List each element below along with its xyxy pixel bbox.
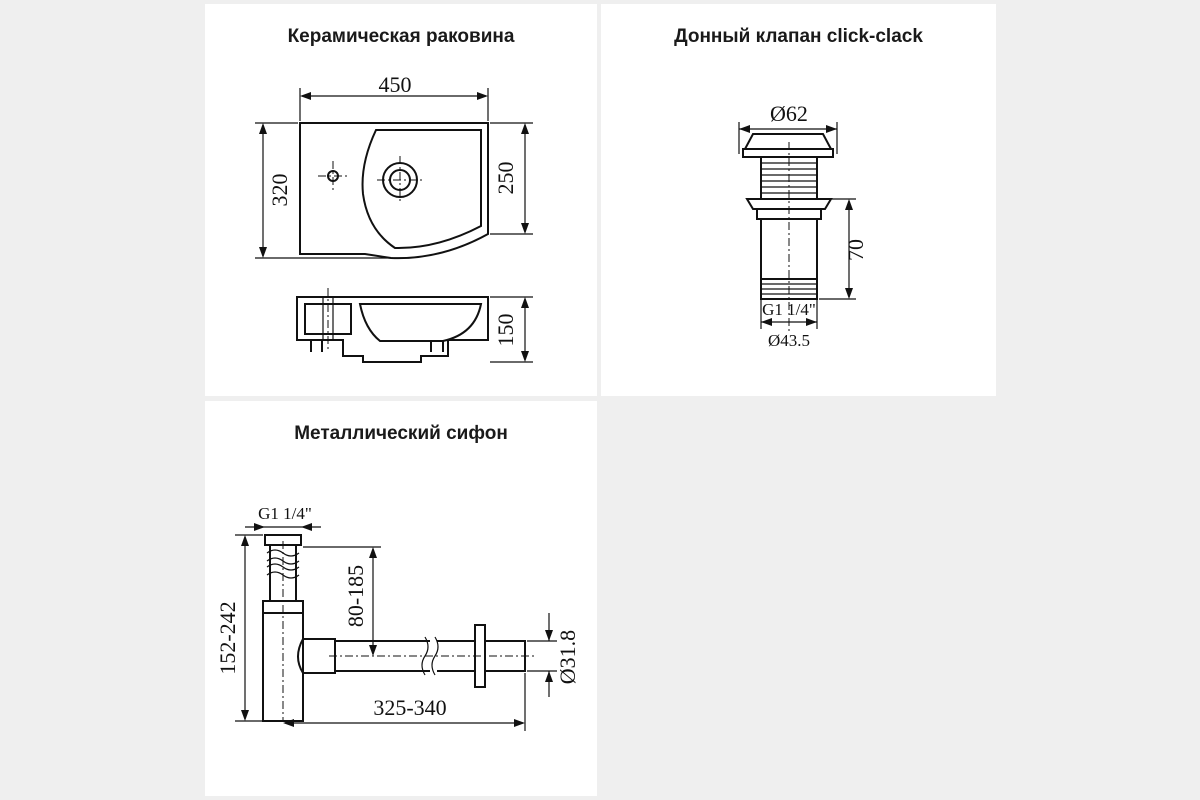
siphon-outlet-label: 80-185 — [343, 565, 368, 627]
siphon-drawing: G1 1/4" Ø31.8 — [215, 504, 580, 731]
sink-top-outline — [299, 122, 489, 260]
sink-side-outline — [296, 296, 489, 363]
siphon-pipe-label: Ø31.8 — [555, 630, 580, 684]
valve-drawing: Ø62 70 G1 — [738, 101, 868, 350]
valve-body-label: Ø43.5 — [768, 331, 810, 350]
sink-width-label: 450 — [379, 72, 412, 97]
sink-bowl-label: 250 — [493, 162, 518, 195]
valve-panel: Донный клапан click-clack Ø62 — [601, 4, 996, 396]
sink-panel: Керамическая раковина 450 320 — [205, 4, 597, 396]
siphon-outlet-pipe — [335, 640, 430, 672]
siphon-height-label: 152-242 — [215, 601, 240, 674]
empty-panel — [601, 401, 996, 796]
sink-title: Керамическая раковина — [287, 26, 515, 47]
valve-cap — [743, 133, 833, 150]
sink-bowl-outline — [361, 129, 482, 250]
siphon-panel: Металлический сифон G1 1/4" — [205, 401, 597, 796]
sink-drawing: 450 320 250 150 — [255, 72, 533, 363]
siphon-body — [262, 612, 304, 722]
sink-depth-label: 320 — [267, 174, 292, 207]
valve-height-label: 70 — [843, 239, 868, 261]
valve-thread-label: G1 1/4" — [762, 300, 816, 319]
siphon-length-label: 325-340 — [373, 695, 446, 720]
sink-height-label: 150 — [493, 314, 518, 347]
valve-cap-label: Ø62 — [770, 101, 808, 126]
siphon-thread-label: G1 1/4" — [258, 504, 312, 523]
valve-title: Донный клапан click-clack — [674, 26, 923, 47]
siphon-elbow — [297, 638, 336, 674]
valve-nut — [745, 198, 833, 210]
siphon-title: Металлический сифон — [294, 423, 508, 444]
